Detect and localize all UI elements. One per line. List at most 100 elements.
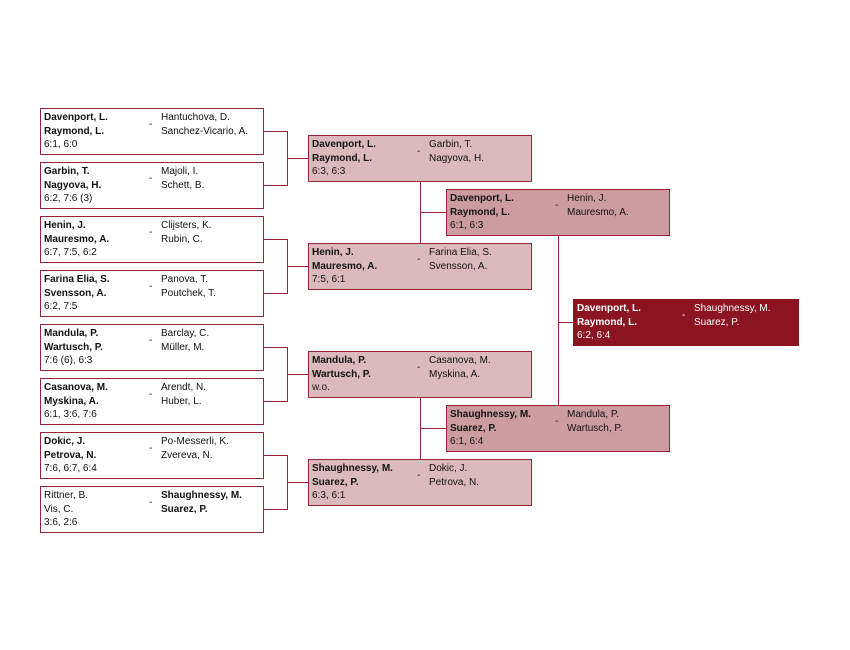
bracket-connector-line [264,347,288,348]
bracket-connector-line [287,482,308,483]
match-score: 6:1, 6:0 [44,139,78,150]
player-name: Raymond, L. [312,153,373,164]
versus-separator: - [149,281,153,292]
match-score: 6:3, 6:3 [312,166,346,177]
versus-separator: - [417,254,421,265]
team-a: Mandula, P.Wartusch, P. [44,327,103,355]
match-score: 6:3, 6:1 [312,490,346,501]
player-name: Panova, T. [161,274,209,285]
player-name: Casanova, M. [429,355,491,366]
player-name: Poutchek, T. [161,288,216,299]
match-score: 7:6, 6:7, 6:4 [44,463,97,474]
match-box-round-3: Davenport, L.Raymond, L. Henin, J.Mauresm… [446,189,670,236]
player-name: Shaughnessy, M. [161,490,242,501]
team-a: Davenport, L.Raymond, L. [44,111,108,139]
versus-separator: - [149,389,153,400]
team-a: Dokic, J. Petrova, N. [44,435,96,463]
player-name: Mandula, P. [567,409,620,420]
team-a: Farina Elia, S. Svensson, A. [44,273,110,301]
match-box-round-1: Henin, J. Mauresmo, A. Clijsters, K.Rubin,… [40,216,264,263]
team-b: Casanova, M. Myskina, A. [429,354,491,382]
team-a: Casanova, M. Myskina, A. [44,381,108,409]
versus-separator: - [149,335,153,346]
player-name: Henin, J. [567,193,607,204]
player-name: Farina Elia, S. [44,274,110,285]
versus-separator: - [682,310,686,321]
player-name: Vis, C. [44,504,74,515]
versus-separator: - [417,146,421,157]
team-b: Majoli, I. Schett, B. [161,165,204,193]
bracket-connector-line [264,509,288,510]
match-box-round-1: Dokic, J. Petrova, N. Po-Messerli, K.Zvere… [40,432,264,479]
versus-separator: - [555,200,559,211]
player-name: Suarez, P. [694,317,740,328]
team-b: Dokic, J.Petrova, N. [429,462,479,490]
player-name: Hantuchova, D. [161,112,230,123]
player-name: Majoli, I. [161,166,199,177]
versus-separator: - [149,227,153,238]
bracket-connector-line [264,239,288,240]
team-b: Po-Messerli, K.Zvereva, N. [161,435,229,463]
bracket-connector-line [420,428,446,429]
player-name: Shaughnessy, M. [312,463,393,474]
player-name: Henin, J. [312,247,354,258]
player-name: Rittner, B. [44,490,88,501]
team-a: Davenport, L. Raymond, L. [577,302,641,330]
bracket-connector-line [264,401,288,402]
bracket-connector-line [558,322,573,323]
team-b: Arendt, N.Huber, L. [161,381,206,409]
player-name: Davenport, L. [312,139,376,150]
player-name: Petrova, N. [44,450,97,461]
player-name: Mauresmo, A. [312,261,378,272]
match-box-round-2: Davenport, L.Raymond, L.Garbin, T.Nagyov… [308,135,532,182]
player-name: Dokic, J. [44,436,86,447]
player-name: Shaughnessy, M. [450,409,531,420]
team-a: Henin, J. Mauresmo, A. [312,246,377,274]
player-name: Casanova, M. [44,382,108,393]
team-b: Clijsters, K.Rubin, C. [161,219,212,247]
team-a: Davenport, L.Raymond, L. [450,192,514,220]
player-name: Henin, J. [44,220,86,231]
match-box-round-2: Mandula, P. Wartusch, P. Casanova, M. Myski… [308,351,532,398]
player-name: Wartusch, P. [312,369,371,380]
match-box-round-2: Shaughnessy, M.Suarez, P.Dokic, J.Petrov… [308,459,532,506]
versus-separator: - [149,173,153,184]
player-name: Myskina, A. [429,369,481,380]
match-score: 6:1, 6:3 [450,220,484,231]
player-name: Huber, L. [161,396,202,407]
player-name: Schett, B. [161,180,205,191]
player-name: Myskina, A. [44,396,99,407]
player-name: Petrova, N. [429,477,480,488]
player-name: Sanchez-Vicario, A. [161,126,249,137]
team-b: Panova, T. Poutchek, T. [161,273,216,301]
player-name: Nagyova, H. [429,153,485,164]
match-score: 6:1, 3:6, 7:6 [44,409,97,420]
match-score: 6:2, 6:4 [577,330,611,341]
match-score: 7:5, 6:1 [312,274,346,285]
match-box-round-1: Davenport, L.Raymond, L. Hantuchova, D. Sa… [40,108,264,155]
team-a: Mandula, P. Wartusch, P. [312,354,371,382]
player-name: Mandula, P. [312,355,367,366]
player-name: Mauresmo, A. [44,234,110,245]
match-score: 6:2, 7:5 [44,301,78,312]
player-name: Davenport, L. [44,112,108,123]
team-b: Shaughnessy, M.Suarez, P. [694,302,771,330]
match-score: 6:7, 7:5, 6:2 [44,247,97,258]
player-name: Raymond, L. [577,317,638,328]
team-a: Rittner, B. Vis, C. [44,489,88,517]
team-b: Henin, J.Mauresmo, A. [567,192,629,220]
bracket-connector-line [264,293,288,294]
player-name: Svensson, A. [429,261,488,272]
player-name: Nagyova, H. [44,180,102,191]
player-name: Müller, M. [161,342,205,353]
match-score: w.o. [312,382,330,393]
team-a: Shaughnessy, M.Suarez, P. [450,408,531,436]
player-name: Davenport, L. [577,303,641,314]
player-name: Wartusch, P. [44,342,103,353]
player-name: Svensson, A. [44,288,107,299]
match-box-round-1: Garbin, T.Nagyova, H.Majoli, I.Schett, B… [40,162,264,209]
player-name: Farina Elia, S. [429,247,492,258]
player-name: Barclay, C. [161,328,210,339]
player-name: Davenport, L. [450,193,514,204]
bracket-connector-line [287,374,308,375]
